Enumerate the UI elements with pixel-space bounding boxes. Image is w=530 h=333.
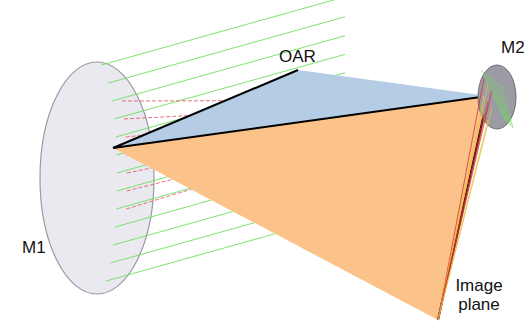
primary-mirror bbox=[40, 62, 154, 294]
part-label: M1 bbox=[22, 238, 46, 257]
part-label: Image plane bbox=[447, 276, 511, 314]
part-label: M2 bbox=[501, 38, 525, 57]
axis-line bbox=[113, 70, 298, 148]
axis-line bbox=[113, 96, 488, 148]
m2-rays bbox=[438, 70, 513, 320]
ray bbox=[497, 82, 511, 126]
ray bbox=[482, 70, 505, 120]
part-label: OAR bbox=[279, 47, 316, 66]
ray bbox=[487, 74, 507, 122]
ray bbox=[502, 86, 513, 128]
ray bbox=[492, 78, 509, 124]
image-plane-triangle bbox=[113, 96, 488, 320]
